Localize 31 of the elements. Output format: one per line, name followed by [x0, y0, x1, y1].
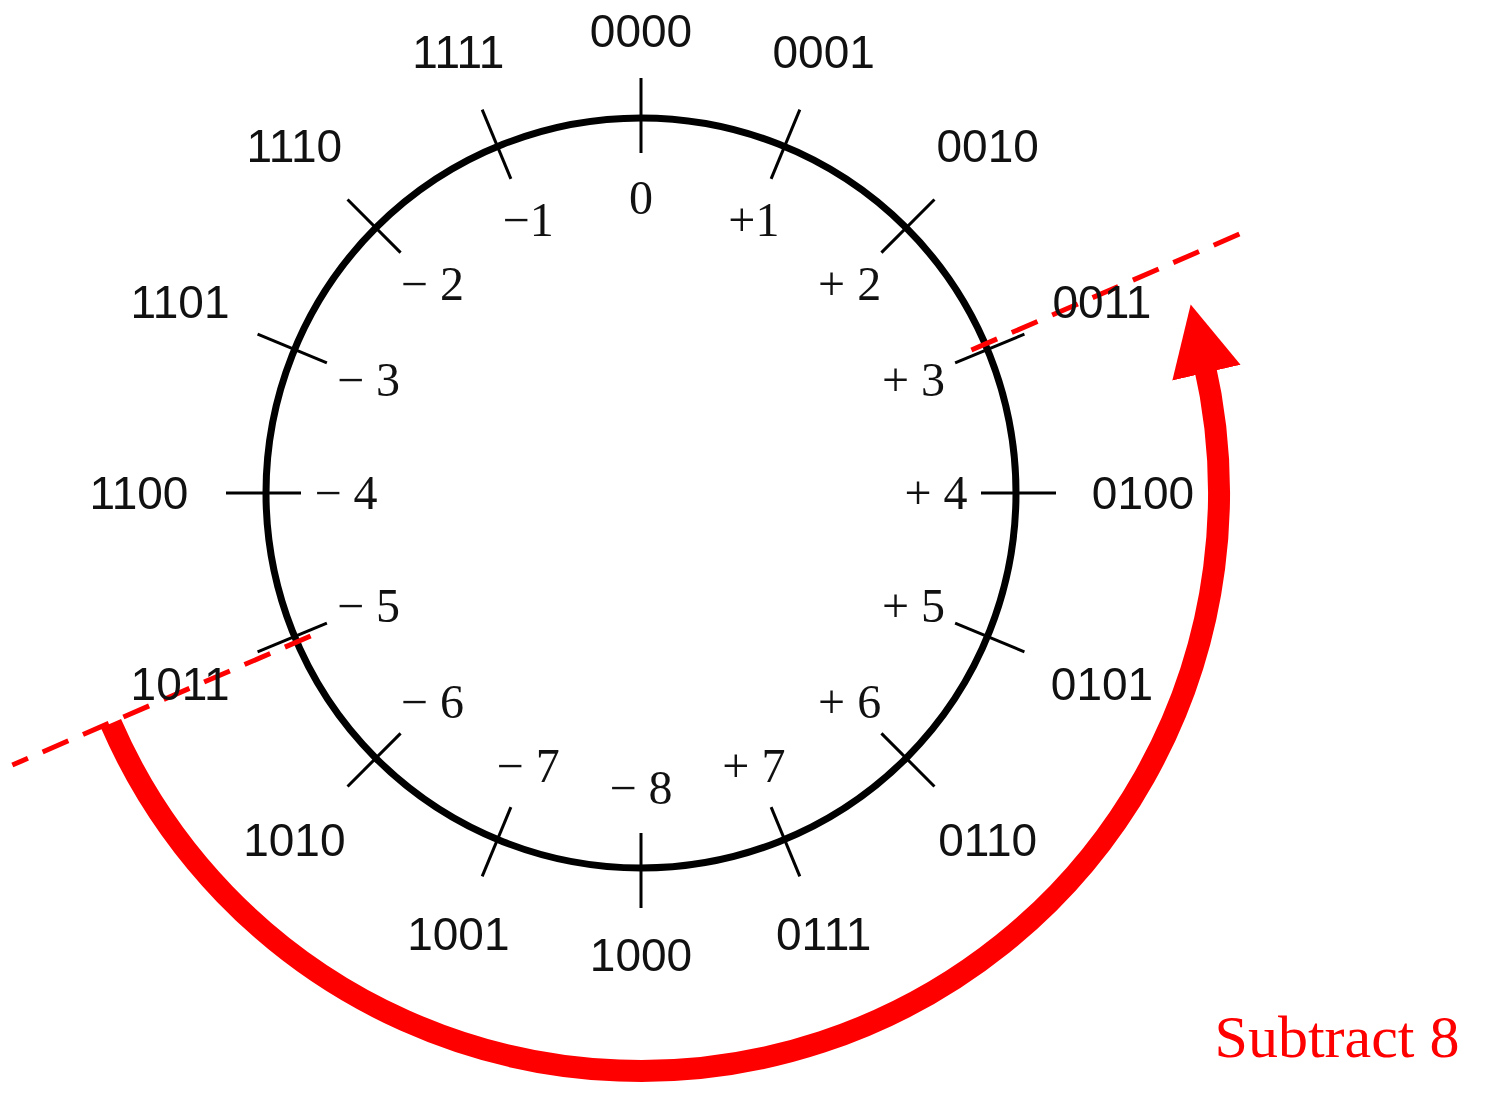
decimal-value-label: − 2 [400, 260, 464, 309]
binary-code-label: 1111 [412, 29, 505, 75]
decimal-value-label: + 6 [818, 677, 882, 726]
decimal-value-label: + 2 [818, 260, 882, 309]
decimal-value-label: − 4 [314, 469, 378, 517]
binary-code-label: 1110 [246, 123, 343, 170]
binary-code-label: 0001 [772, 29, 875, 75]
decimal-value-label: − 6 [400, 677, 464, 726]
decimal-value-label: − 5 [336, 581, 400, 630]
binary-code-label: 1101 [130, 279, 230, 326]
decimal-value-label: + 3 [882, 356, 946, 405]
decimal-value-label: − 7 [496, 741, 560, 790]
decimal-value-label: + 7 [722, 741, 786, 790]
decimal-value-label: − 8 [609, 764, 673, 812]
decimal-value-label: 0 [629, 174, 653, 222]
binary-code-label: 0100 [1091, 470, 1195, 516]
decimal-value-label: + 4 [904, 469, 968, 517]
binary-code-label: 1010 [243, 816, 346, 863]
binary-code-label: 0000 [589, 8, 693, 54]
binary-code-label: 0111 [775, 910, 872, 957]
binary-code-label: 1100 [89, 470, 189, 516]
arrow-caption: Subtract 8 [1214, 1007, 1460, 1067]
binary-code-label: 1001 [407, 910, 510, 957]
binary-code-label: 0101 [1050, 660, 1154, 707]
decimal-value-label: −1 [502, 196, 554, 245]
decimal-value-label: +1 [728, 196, 780, 245]
binary-code-label: 0110 [938, 816, 1038, 863]
binary-code-label: 0010 [936, 123, 1039, 170]
decimal-value-label: − 3 [336, 356, 400, 405]
binary-code-label: 1000 [589, 932, 693, 978]
decimal-value-label: + 5 [882, 581, 946, 630]
